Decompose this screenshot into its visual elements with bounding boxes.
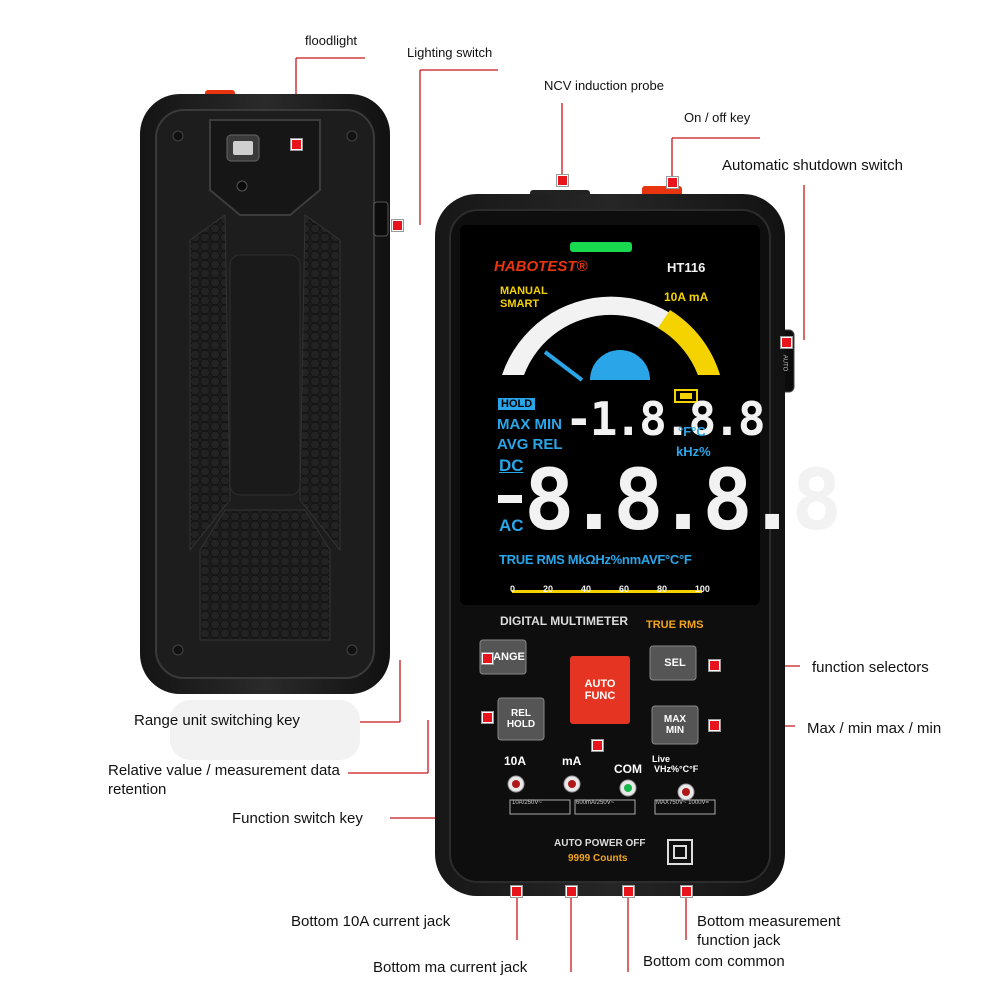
- jack-ma-label: mA: [562, 754, 582, 768]
- temperature-units: °F°C: [678, 424, 706, 439]
- marker-jack-measure: [681, 886, 692, 897]
- marker-jack-ma: [566, 886, 577, 897]
- max-label: MAX: [663, 714, 687, 725]
- callout-jack-com: Bottom com common: [643, 953, 785, 970]
- device-title: DIGITAL MULTIMETER: [500, 614, 628, 628]
- device-back: [140, 90, 390, 760]
- jack-com-label: COM: [614, 762, 642, 776]
- status-led: [570, 242, 632, 252]
- primary-display: 8.8.8.8: [524, 451, 842, 549]
- marker-function-switch: [592, 740, 603, 751]
- callout-jack-10a: Bottom 10A current jack: [291, 913, 451, 930]
- rating-ma: 600mA/250V~: [576, 800, 615, 806]
- marker-ncv-probe: [557, 175, 568, 186]
- func-label: FUNC: [584, 690, 616, 702]
- scale-tick: 60: [618, 584, 629, 594]
- callout-range-key: Range unit switching key: [134, 712, 300, 729]
- device-front: [435, 186, 795, 896]
- callout-function-switch: Function switch key: [232, 810, 363, 827]
- max-min-indicator: MAX MIN: [497, 416, 562, 433]
- jack-live-label: Live: [652, 754, 671, 764]
- scale-tick: 20: [542, 584, 553, 594]
- callout-function-selectors: function selectors: [812, 659, 929, 676]
- rel-hold-button[interactable]: REL HOLD: [498, 698, 544, 740]
- max-min-button[interactable]: MAX MIN: [652, 706, 698, 744]
- marker-rel-hold: [482, 712, 493, 723]
- marker-on-off: [667, 177, 678, 188]
- auto-func-button[interactable]: AUTO FUNC: [570, 656, 630, 724]
- rel-label: REL: [511, 708, 531, 719]
- marker-sel: [709, 660, 720, 671]
- mode-manual: MANUAL: [500, 285, 548, 297]
- counts-label: 9999 Counts: [568, 853, 628, 864]
- true-rms-label: TRUE RMS: [646, 619, 704, 631]
- secondary-display: -1.8.8.8: [565, 392, 766, 446]
- callout-floodlight: floodlight: [305, 33, 358, 48]
- brand-logo: HABOTEST®: [494, 258, 588, 275]
- rating-10a: 10A/250V~: [512, 800, 542, 806]
- scale-tick: 40: [580, 584, 591, 594]
- auto-label: AUTO: [584, 678, 616, 690]
- marker-lighting-switch: [392, 220, 403, 231]
- jack-10a-label: 10A: [504, 754, 527, 768]
- callout-relative-value: Relative value / measurement data retent…: [108, 762, 340, 798]
- range-button[interactable]: RANGE: [485, 651, 525, 663]
- frequency-units: kHz%: [676, 444, 711, 459]
- scale-tick: 80: [656, 584, 667, 594]
- marker-jack-10a: [511, 886, 522, 897]
- dc-indicator: DC: [499, 456, 524, 475]
- range-button-shape: [479, 639, 527, 675]
- callout-auto-shutdown: Automatic shutdown switch: [722, 157, 903, 174]
- lighting-switch[interactable]: [373, 201, 389, 237]
- marker-max-min: [709, 720, 720, 731]
- callout-ncv-probe: NCV induction probe: [544, 78, 664, 93]
- marker-jack-com: [623, 886, 634, 897]
- avg-rel-indicator: AVG REL: [497, 436, 563, 453]
- ac-indicator: AC: [499, 516, 524, 535]
- sel-button[interactable]: SEL: [664, 657, 686, 669]
- scale-tick: 100: [694, 584, 710, 594]
- callout-jack-ma: Bottom ma current jack: [373, 959, 528, 976]
- bar-scale: 0 20 40 60 80 100: [510, 584, 710, 594]
- hold-label: HOLD: [506, 719, 536, 730]
- side-switch-label: AUTO: [781, 354, 788, 372]
- marker-floodlight: [291, 139, 302, 150]
- callout-max-min: Max / min max / min: [807, 720, 942, 737]
- callout-jack-measure: Bottom measurement function jack: [697, 913, 841, 949]
- callout-on-off: On / off key: [684, 110, 751, 125]
- jack-functions-label: VHz%°C°F: [654, 764, 699, 774]
- scale-tick: 0: [510, 584, 516, 594]
- unit-annunciators: TRUE RMS MkΩHz%nmAVF°C°F: [499, 552, 692, 567]
- rating-voltage: MAX750V~ 1000V=: [656, 800, 710, 806]
- mode-smart: SMART: [500, 298, 540, 310]
- auto-power-off-label: AUTO POWER OFF: [554, 838, 646, 849]
- callout-lighting-switch: Lighting switch: [407, 45, 493, 60]
- marker-range: [482, 653, 493, 664]
- marker-auto-shutdown: [781, 337, 792, 348]
- model-label: HT116: [667, 260, 706, 275]
- hold-indicator: HOLD: [498, 398, 536, 410]
- min-label: MIN: [665, 725, 685, 736]
- current-range: 10A mA: [664, 290, 709, 304]
